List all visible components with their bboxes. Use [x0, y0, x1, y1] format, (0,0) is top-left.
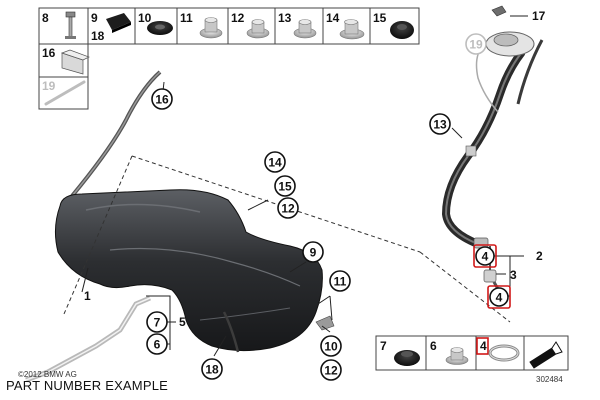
- rubber-grommet-icon: [147, 21, 173, 35]
- clip-icon: [60, 49, 90, 75]
- callout-14[interactable]: 14: [264, 151, 286, 173]
- bottom-cell-4[interactable]: [475, 335, 525, 371]
- legend-num-13: 13: [278, 11, 292, 25]
- nut-icon: [445, 347, 469, 365]
- svg-text:6: 6: [154, 338, 161, 352]
- grommet-icon: [394, 350, 420, 366]
- parts-legend: 8 9 18 10 11 12 13 14 15 16 19: [38, 7, 420, 110]
- label-1: 1: [84, 289, 91, 303]
- legend-num-15: 15: [373, 11, 387, 25]
- callout-18[interactable]: 18: [201, 358, 223, 380]
- callout-15[interactable]: 15: [274, 175, 296, 197]
- leader-13: [451, 127, 463, 139]
- legend-num-11: 11: [180, 11, 193, 25]
- arrow-icon: [529, 341, 563, 369]
- svg-text:10: 10: [324, 340, 338, 354]
- svg-text:9: 9: [310, 246, 317, 260]
- hose-clamp-icon: [488, 344, 520, 362]
- cable-tie-icon: [44, 80, 86, 106]
- legend-num-8: 8: [42, 11, 49, 25]
- legend-num-9: 9: [91, 11, 98, 25]
- washer-nut-icon: [339, 19, 365, 40]
- dashed-plane: [63, 155, 511, 323]
- hose-clamp-icon: [465, 145, 477, 157]
- bottom-num-7: 7: [380, 339, 387, 353]
- figure-id: 302484: [536, 375, 563, 384]
- bottom-num-6: 6: [430, 339, 437, 353]
- flange-nut-icon: [199, 17, 223, 39]
- leader-1: [81, 267, 89, 293]
- callout-4-lower[interactable]: 4: [487, 285, 511, 309]
- callout-6[interactable]: 6: [146, 333, 168, 355]
- svg-text:13: 13: [433, 118, 447, 132]
- callout-4-upper[interactable]: 4: [473, 244, 497, 268]
- grommet-ring-icon: [390, 21, 414, 39]
- label-5: 5: [179, 315, 186, 329]
- highlight-box: [487, 285, 511, 309]
- tank-strap: [222, 311, 240, 353]
- callout-9[interactable]: 9: [302, 241, 324, 263]
- callout-16[interactable]: 16: [151, 88, 173, 110]
- legend-cell-8[interactable]: [38, 7, 89, 45]
- legend-num-19: 19: [42, 79, 56, 93]
- fuel-tank-assembly: 16 14 15 12 9 11 10 12: [25, 5, 546, 383]
- callout-11[interactable]: 11: [329, 270, 351, 292]
- leader-11: [317, 295, 333, 321]
- hex-nut-icon: [246, 19, 270, 39]
- collar-nut-icon: [293, 19, 317, 39]
- leader-9: [289, 261, 307, 273]
- bottom-highlight: [476, 337, 489, 355]
- svg-text:19: 19: [469, 38, 483, 52]
- svg-text:11: 11: [334, 275, 347, 289]
- fuel-tank[interactable]: [54, 189, 323, 352]
- foam-pad-icon: [106, 13, 131, 33]
- caption: PART NUMBER EXAMPLE: [6, 378, 169, 393]
- tank-ridge: [85, 203, 201, 213]
- fastener-detail: [315, 315, 335, 331]
- svg-text:4: 4: [496, 291, 503, 305]
- bolt-icon: [65, 11, 76, 39]
- leader-18: [213, 335, 227, 357]
- legend-num-16: 16: [42, 46, 56, 60]
- copyright: ©2012 BMW AG: [18, 370, 77, 379]
- svg-text:14: 14: [268, 156, 282, 170]
- svg-text:12: 12: [281, 202, 295, 216]
- svg-text:16: 16: [155, 93, 169, 107]
- label-17: 17: [532, 9, 546, 23]
- callout-19[interactable]: 19: [465, 33, 487, 55]
- legend-cell-12[interactable]: [227, 7, 276, 45]
- svg-text:4: 4: [482, 250, 489, 264]
- callout-7[interactable]: 7: [146, 311, 168, 333]
- callout-12-lower[interactable]: 12: [320, 359, 342, 381]
- legend-num-18: 18: [91, 29, 105, 43]
- legend-num-10: 10: [138, 11, 152, 25]
- leader-12: [247, 199, 269, 211]
- label-2: 2: [536, 249, 543, 263]
- filler-cap-icon: [491, 5, 507, 17]
- highlight-box: [473, 244, 497, 268]
- callout-13[interactable]: 13: [429, 113, 451, 135]
- svg-text:18: 18: [205, 363, 219, 377]
- legend-num-12: 12: [231, 11, 245, 25]
- bottom-num-4: 4: [480, 339, 487, 353]
- svg-text:7: 7: [154, 316, 161, 330]
- legend-num-14: 14: [326, 11, 340, 25]
- bottom-legend: 7 6 4 302484: [375, 335, 569, 384]
- svg-text:15: 15: [278, 180, 292, 194]
- svg-text:12: 12: [324, 364, 338, 378]
- label-3: 3: [510, 268, 517, 282]
- leader-10: [321, 325, 331, 333]
- callout-12-upper[interactable]: 12: [277, 197, 299, 219]
- callout-10[interactable]: 10: [320, 335, 342, 357]
